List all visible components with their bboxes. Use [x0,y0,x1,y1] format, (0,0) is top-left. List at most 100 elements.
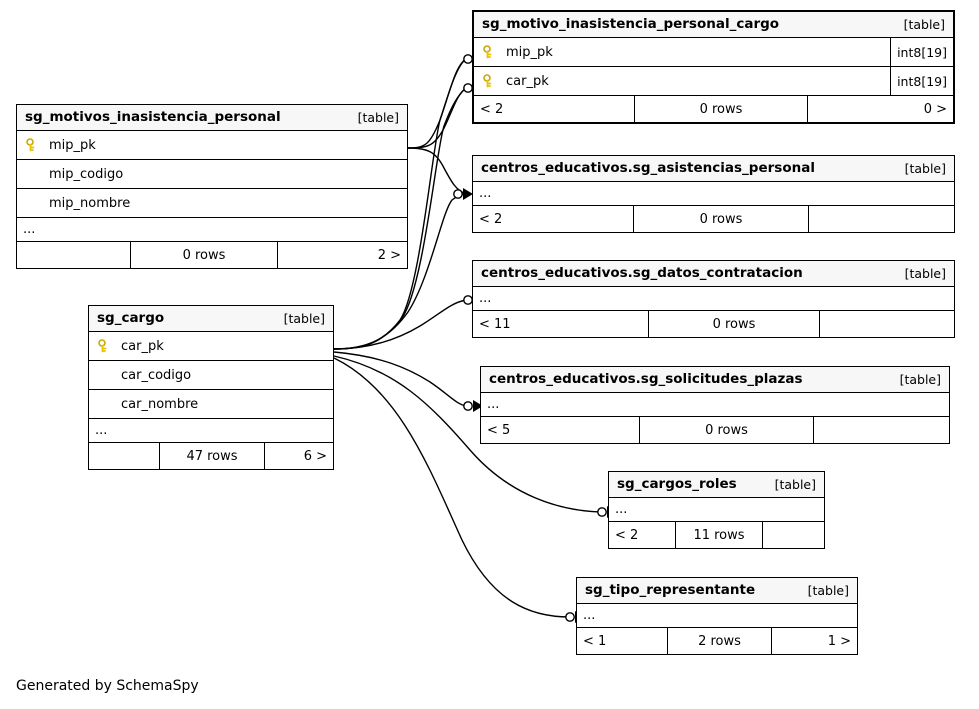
more-columns-ellipsis: ... [473,182,954,206]
footer-rowcount: 47 rows [159,443,265,469]
edge-endpoint [463,401,473,411]
table-type-tag: [table] [904,265,946,281]
footer-right [763,522,824,548]
table-title: sg_cargo [97,310,165,326]
footer-right: 6 > [303,448,327,464]
table-type-tag: [table] [904,160,946,176]
column-type: int8[19] [890,38,953,66]
footer-left: < 2 [480,101,504,117]
table-column-row: car_pk [89,332,333,361]
primary-key-icon [97,339,111,353]
table-footer: < 5 0 rows [481,417,949,443]
footer-rowcount: 0 rows [648,311,820,337]
table-title: sg_tipo_representante [585,582,756,598]
column-name: car_nombre [121,396,199,412]
table-centros_educativos-sg_solicitudes_plazas[interactable]: centros_educativos.sg_solicitudes_plazas… [480,366,950,444]
table-header: sg_cargo [table] [89,306,333,332]
footer-right [809,206,954,232]
table-column-row: car_codigo [89,361,333,390]
table-footer: < 1 2 rows 1 > [577,628,857,654]
primary-key-icon [482,74,496,88]
more-columns-ellipsis: ... [89,419,333,443]
table-column-row: mip_pk [17,131,407,160]
footer-rowcount: 2 rows [667,628,772,654]
table-column-row: car_nombre [89,390,333,419]
more-columns-ellipsis: ... [609,498,824,522]
footer-right: 1 > [827,633,851,649]
table-title: centros_educativos.sg_asistencias_person… [481,160,815,176]
table-sg_cargo[interactable]: sg_cargo [table] car_pk car_codigo car_n… [88,305,334,470]
column-name: car_pk [506,73,549,89]
footer-right [820,311,954,337]
table-type-tag: [table] [774,476,816,492]
footer-rowcount: 0 rows [634,96,808,122]
footer-left [17,242,130,268]
footer-rowcount: 0 rows [639,417,814,443]
table-column-row: car_pk int8[19] [474,67,953,96]
footer-rowcount: 11 rows [675,522,763,548]
table-sg_cargos_roles[interactable]: sg_cargos_roles [table] ... < 2 11 rows [608,471,825,549]
edge-endpoint [565,612,575,622]
edge-endpoint [463,295,473,305]
table-header: centros_educativos.sg_solicitudes_plazas… [481,367,949,393]
more-columns-ellipsis: ... [17,218,407,242]
table-title: sg_motivo_inasistencia_personal_cargo [482,16,780,32]
table-title: sg_motivos_inasistencia_personal [25,109,281,125]
footer-left: < 11 [479,316,511,332]
column-name: mip_codigo [49,166,124,182]
table-centros_educativos-sg_asistencias_personal[interactable]: centros_educativos.sg_asistencias_person… [472,155,955,233]
footer-left: < 2 [479,211,503,227]
table-column-row: mip_codigo [17,160,407,189]
table-type-tag: [table] [899,371,941,387]
table-sg_motivo_inasistencia_personal_cargo[interactable]: sg_motivo_inasistencia_personal_cargo [t… [472,10,955,124]
column-name: mip_nombre [49,195,131,211]
footer-left [89,443,159,469]
primary-key-icon [25,138,39,152]
table-footer: 0 rows 2 > [17,242,407,268]
table-type-tag: [table] [903,16,945,32]
table-header: centros_educativos.sg_datos_contratacion… [473,261,954,287]
edge-endpoint [463,54,473,64]
table-footer: < 11 0 rows [473,311,954,337]
column-name: car_pk [121,338,164,354]
table-type-tag: [table] [807,582,849,598]
edge-endpoint [597,507,607,517]
table-type-tag: [table] [357,109,399,125]
column-name: mip_pk [49,137,96,153]
more-columns-ellipsis: ... [481,393,949,417]
table-column-row: mip_pk int8[19] [474,38,953,67]
table-title: centros_educativos.sg_datos_contratacion [481,265,803,281]
primary-key-icon [482,45,496,59]
footer-left: < 5 [487,422,511,438]
table-title: sg_cargos_roles [617,476,737,492]
table-header: centros_educativos.sg_asistencias_person… [473,156,954,182]
table-header: sg_motivo_inasistencia_personal_cargo [t… [474,12,953,38]
column-name: car_codigo [121,367,192,383]
table-title: centros_educativos.sg_solicitudes_plazas [489,371,803,387]
footer-rowcount: 0 rows [633,206,809,232]
table-header: sg_motivos_inasistencia_personal [table] [17,105,407,131]
table-footer: 47 rows 6 > [89,443,333,469]
table-column-row: mip_nombre [17,189,407,218]
table-centros_educativos-sg_datos_contratacion[interactable]: centros_educativos.sg_datos_contratacion… [472,260,955,338]
column-name: mip_pk [506,44,553,60]
footer-left: < 1 [583,633,607,649]
edge-endpoint [463,83,473,93]
more-columns-ellipsis: ... [473,287,954,311]
more-columns-ellipsis: ... [577,604,857,628]
footer-right: 2 > [377,247,401,263]
diagram-caption: Generated by SchemaSpy [16,678,199,694]
table-type-tag: [table] [283,310,325,326]
column-type: int8[19] [890,67,953,95]
footer-right [814,417,949,443]
footer-rowcount: 0 rows [130,242,278,268]
edge-endpoint [453,189,463,199]
table-header: sg_tipo_representante [table] [577,578,857,604]
table-footer: < 2 0 rows [473,206,954,232]
table-sg_tipo_representante[interactable]: sg_tipo_representante [table] ... < 1 2 … [576,577,858,655]
table-footer: < 2 0 rows 0 > [474,96,953,122]
table-sg_motivos_inasistencia_personal[interactable]: sg_motivos_inasistencia_personal [table]… [16,104,408,269]
footer-right: 0 > [923,101,947,117]
table-footer: < 2 11 rows [609,522,824,548]
